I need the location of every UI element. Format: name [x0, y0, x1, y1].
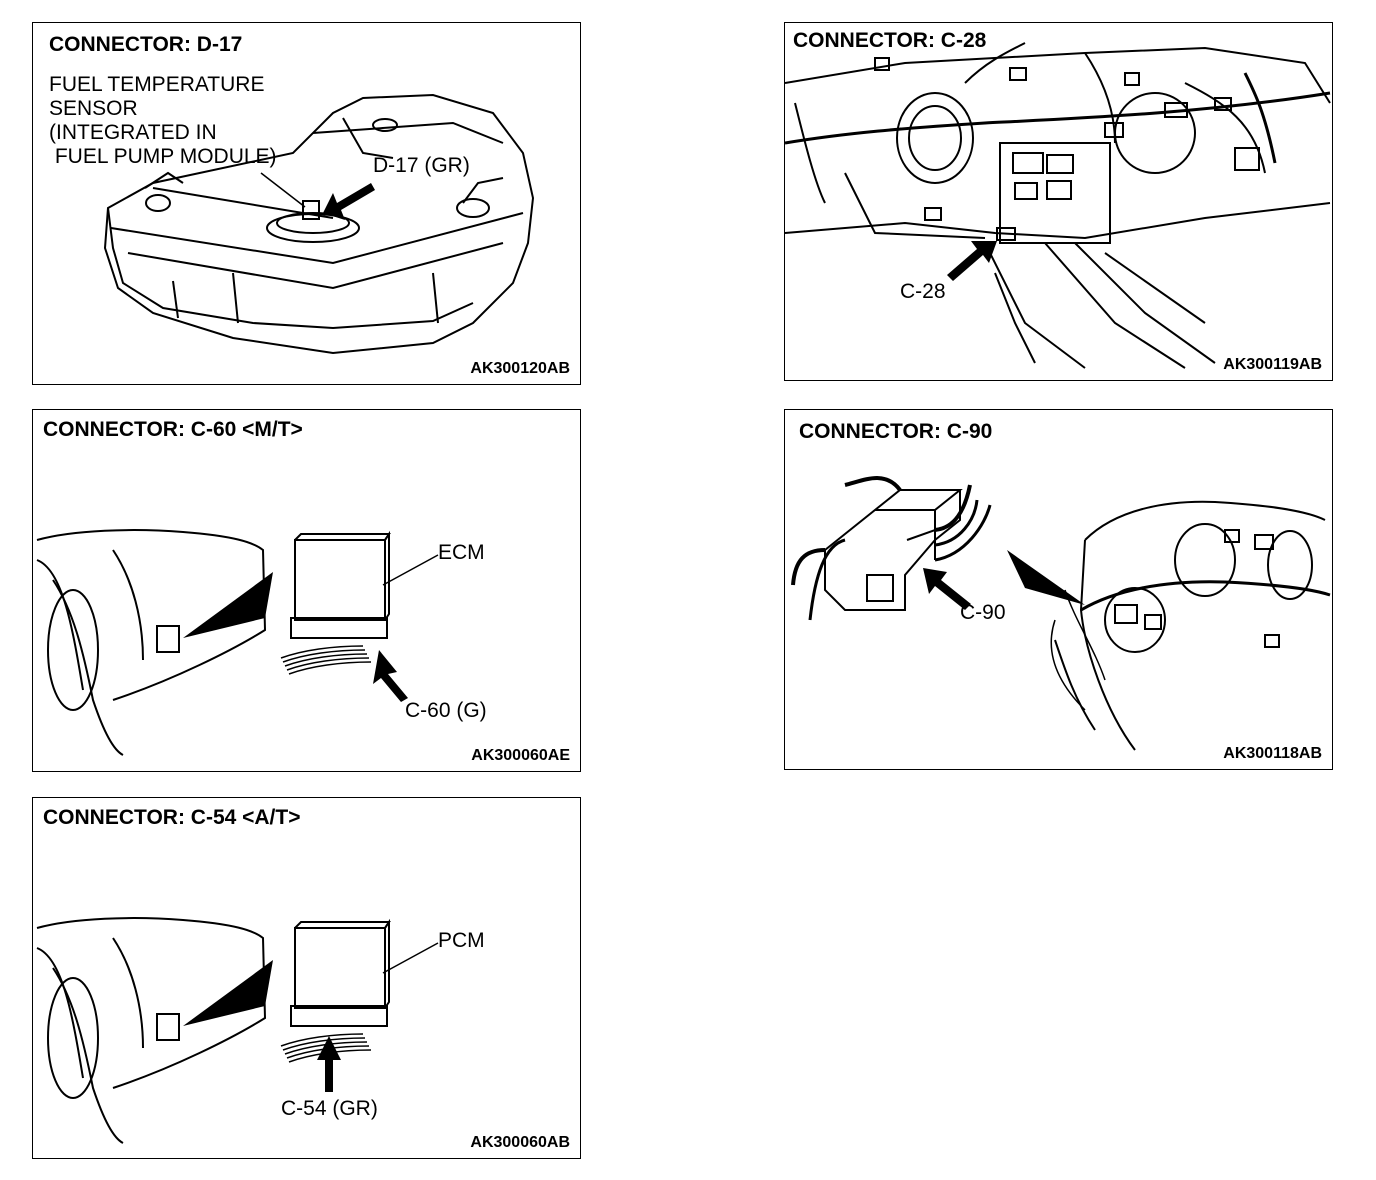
- sensor-line: (INTEGRATED IN: [49, 121, 217, 144]
- ecm-location-illustration: [36, 529, 439, 756]
- sensor-line: SENSOR: [49, 97, 138, 120]
- connector-label: C-90: [960, 601, 1006, 624]
- connector-label: D-17 (GR): [373, 154, 470, 177]
- panel-connector-c54: CONNECTOR: C-54 <A/T> PCM C-54 (GR) AK30…: [32, 797, 581, 1159]
- panel-title: CONNECTOR: D-17: [49, 33, 243, 56]
- pcm-location-illustration: [36, 917, 439, 1144]
- sensor-name-label: FUEL TEMPERATURE SENSOR (INTEGRATED IN F…: [49, 73, 277, 169]
- sensor-line: FUEL PUMP MODULE): [49, 145, 277, 168]
- figure-code: AK300119AB: [1223, 356, 1322, 373]
- panel-title: CONNECTOR: C-90: [799, 420, 993, 443]
- figure-code: AK300060AB: [470, 1134, 570, 1151]
- figure-code: AK300120AB: [470, 360, 570, 377]
- panel-title: CONNECTOR: C-54 <A/T>: [43, 806, 301, 829]
- unit-label: ECM: [438, 541, 485, 564]
- panel-connector-c90: CONNECTOR: C-90 C-90 AK300118AB: [784, 409, 1333, 770]
- connector-label: C-54 (GR): [281, 1097, 378, 1120]
- unit-label: PCM: [438, 929, 485, 952]
- connector-label: C-28: [900, 280, 946, 303]
- panel-title: CONNECTOR: C-60 <M/T>: [43, 418, 303, 441]
- fuel-tank-illustration: [103, 93, 535, 355]
- panel-connector-c60: CONNECTOR: C-60 <M/T> ECM C-60 (G) AK300…: [32, 409, 581, 772]
- sensor-line: FUEL TEMPERATURE: [49, 73, 265, 96]
- connector-label: C-60 (G): [405, 699, 487, 722]
- panel-title: CONNECTOR: C-28: [793, 29, 987, 52]
- dashboard-harness-illustration: [785, 42, 1331, 369]
- connector-c90-illustration: [791, 476, 1331, 751]
- panel-connector-d17: CONNECTOR: D-17 FUEL TEMPERATURE SENSOR …: [32, 22, 581, 385]
- figure-code: AK300118AB: [1223, 745, 1322, 762]
- panel-connector-c28: CONNECTOR: C-28 C-28 AK300119AB: [784, 22, 1333, 381]
- figure-code: AK300060AE: [471, 747, 570, 764]
